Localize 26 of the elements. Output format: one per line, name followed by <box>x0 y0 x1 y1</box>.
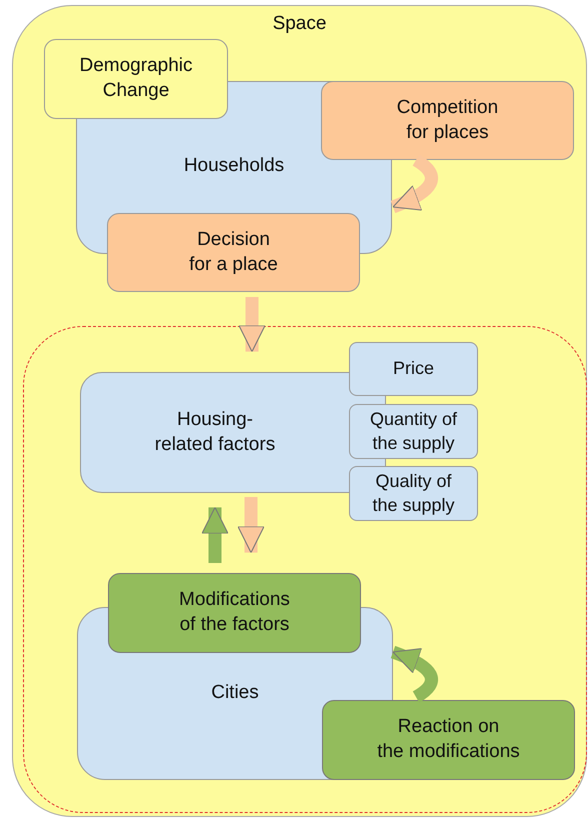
node-label: Demographic Change <box>78 54 194 103</box>
node-label: Decision for a place <box>188 228 279 276</box>
arrow <box>201 506 229 563</box>
node-label: Quality of the supply <box>371 470 456 517</box>
process-box <box>108 573 361 653</box>
node-label: Quantity of the supply <box>368 408 458 455</box>
dashed-region <box>23 326 587 813</box>
node-label: Housing-related factors <box>154 408 276 456</box>
region-background <box>12 5 587 817</box>
process-box <box>349 466 478 521</box>
node-label: Modifications of the factors <box>178 588 291 637</box>
process-box <box>44 39 228 119</box>
process-box <box>349 404 478 459</box>
node-label: Competition for places <box>396 96 500 144</box>
node-label: Cities <box>210 681 260 705</box>
process-box <box>107 213 360 292</box>
process-box <box>349 342 478 396</box>
arrow <box>390 646 438 702</box>
process-box <box>322 700 575 780</box>
node-label: Households <box>182 154 286 178</box>
arrow <box>237 497 265 554</box>
process-box <box>321 81 574 160</box>
arrow <box>238 297 266 352</box>
node-label: Space <box>272 12 328 36</box>
node-label: Reaction on the modifications <box>376 715 521 764</box>
node-label: Price <box>392 357 434 380</box>
